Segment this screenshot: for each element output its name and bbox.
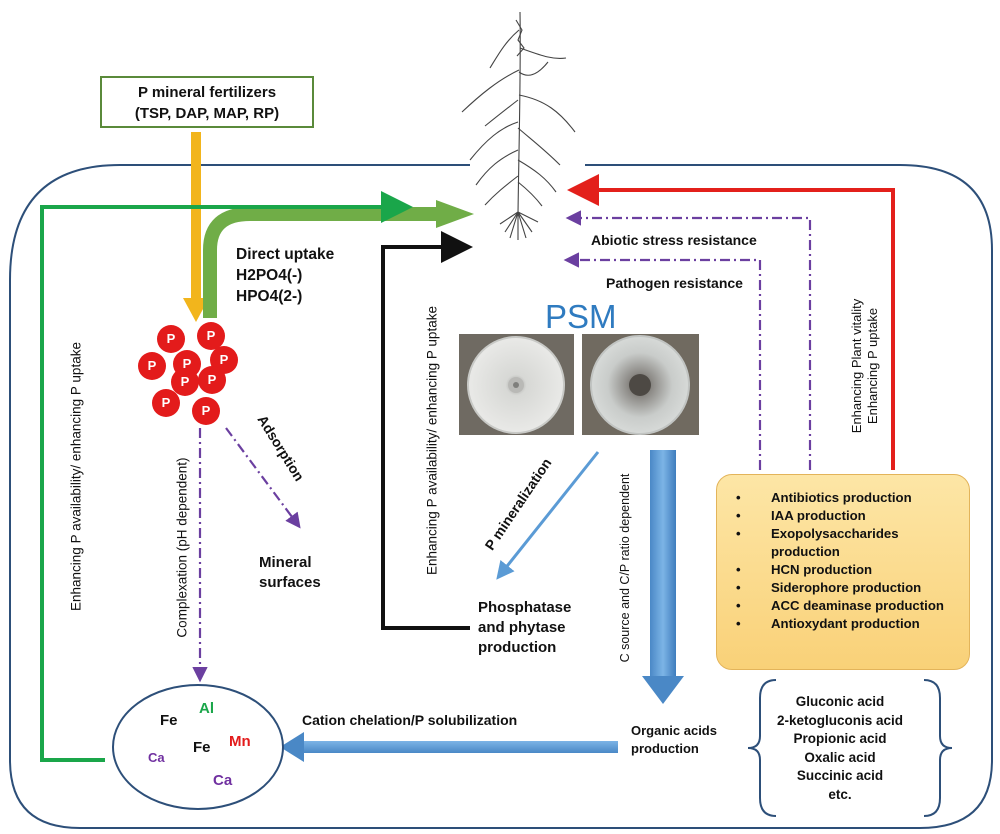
psm-product-item: ACC deaminase production (733, 597, 959, 615)
organic-acids-line1: Organic acids (631, 723, 717, 738)
psm-product-item: Antibiotics production (733, 489, 959, 507)
mineralization-arrow (496, 451, 600, 580)
phosphatase-uptake-arrow (381, 231, 473, 630)
organic-acid-item: 2-ketogluconis acid (776, 712, 904, 728)
plant-illustration (461, 11, 576, 240)
mineral-surfaces-line2: surfaces (259, 574, 321, 591)
psm-product-item: Antioxydant production (733, 615, 959, 633)
p-particle: P (157, 325, 185, 353)
complexation-label: Complexation (pH dependent) (174, 457, 190, 638)
c-source-label: C source and C/P ratio dependent (618, 473, 632, 663)
ion-fe-2: Fe (193, 739, 211, 756)
direct-uptake-arrow (203, 207, 440, 318)
organic-acid-arrow-shaft (650, 450, 676, 678)
direct-uptake-ion2: HPO4(2-) (236, 288, 303, 305)
mineral-surfaces-line1: Mineral (259, 554, 312, 571)
direct-uptake-label: Direct uptake H2PO4(-) HPO4(2-) (236, 244, 334, 307)
right-vertical-line1: Enhancing Plant vitality (849, 298, 864, 434)
cation-ellipse (112, 684, 284, 810)
psm-title: PSM (545, 298, 617, 335)
right-vertical-line2: Enhancing P uptake (865, 307, 880, 425)
left-vertical-label: Enhancing P availability/ enhancing P up… (68, 342, 84, 611)
direct-uptake-ion1: H2PO4(-) (236, 267, 303, 284)
organic-acid-item: Oxalic acid (804, 749, 876, 765)
chelation-arrow-head (280, 732, 304, 762)
adsorption-arrow (225, 427, 301, 529)
plant-vitality-arrow (567, 174, 895, 470)
psm-product-item: HCN production (733, 561, 959, 579)
fertilizer-line2: (TSP, DAP, MAP, RP) (134, 105, 280, 122)
middle-vertical-label: Enhancing P availability/ enhancing P up… (424, 306, 440, 575)
psm-products-list: Antibiotics productionIAA productionExop… (733, 489, 959, 633)
p-particle: P (152, 389, 180, 417)
psm-products-box: Antibiotics productionIAA productionExop… (716, 474, 970, 670)
psm-product-item: Siderophore production (733, 579, 959, 597)
ion-ca-2: Ca (213, 772, 233, 789)
p-particle: P (171, 368, 199, 396)
pathogen-arrow (563, 252, 762, 470)
acid-brace-right (923, 679, 953, 817)
organic-acid-item: Gluconic acid (795, 694, 885, 709)
p-particle: P (198, 366, 226, 394)
ion-fe-1: Fe (160, 712, 178, 729)
petri-dish-2 (582, 334, 699, 435)
psm-product-item: Exopolysaccharides production (733, 525, 959, 561)
direct-uptake-title: Direct uptake (236, 246, 335, 263)
acid-brace-left (747, 679, 777, 817)
organic-acid-item: Succinic acid (796, 768, 884, 784)
chelation-arrow-shaft (300, 741, 618, 753)
organic-acid-item: Propionic acid (793, 731, 887, 747)
organic-acids-line2: production (631, 741, 699, 756)
abiotic-stress-label: Abiotic stress resistance (591, 232, 757, 248)
mineral-surfaces-label: Mineral surfaces (259, 553, 321, 593)
ion-al: Al (199, 700, 214, 717)
psm-product-item: IAA production (733, 507, 959, 525)
cation-chelation-label: Cation chelation/P solubilization (302, 712, 518, 728)
petri-dish-1 (459, 334, 574, 435)
p-particle: P (197, 322, 225, 350)
p-particle: P (138, 352, 166, 380)
right-vertical-label: Enhancing Plant vitality Enhancing P upt… (849, 281, 881, 451)
ion-mn: Mn (229, 733, 251, 750)
phosphatase-line2: and phytase (478, 619, 566, 636)
phosphatase-label: Phosphatase and phytase production (478, 598, 571, 658)
p-particle: P (192, 397, 220, 425)
soil-frame (9, 164, 993, 829)
fertilizer-line1: P mineral fertilizers (137, 84, 277, 101)
organic-acid-arrow-head (642, 676, 684, 704)
abiotic-stress-arrow (565, 210, 812, 470)
phosphatase-line1: Phosphatase (478, 599, 572, 616)
organic-acid-item: etc. (828, 786, 852, 802)
organic-acids-label: Organic acids production (631, 722, 717, 758)
ion-ca-1: Ca (148, 750, 165, 765)
phosphatase-line3: production (478, 639, 557, 656)
pathogen-resistance-label: Pathogen resistance (606, 275, 743, 291)
fertilizer-box: P mineral fertilizers (TSP, DAP, MAP, RP… (100, 76, 314, 128)
availability-loop-arrow (40, 191, 413, 762)
